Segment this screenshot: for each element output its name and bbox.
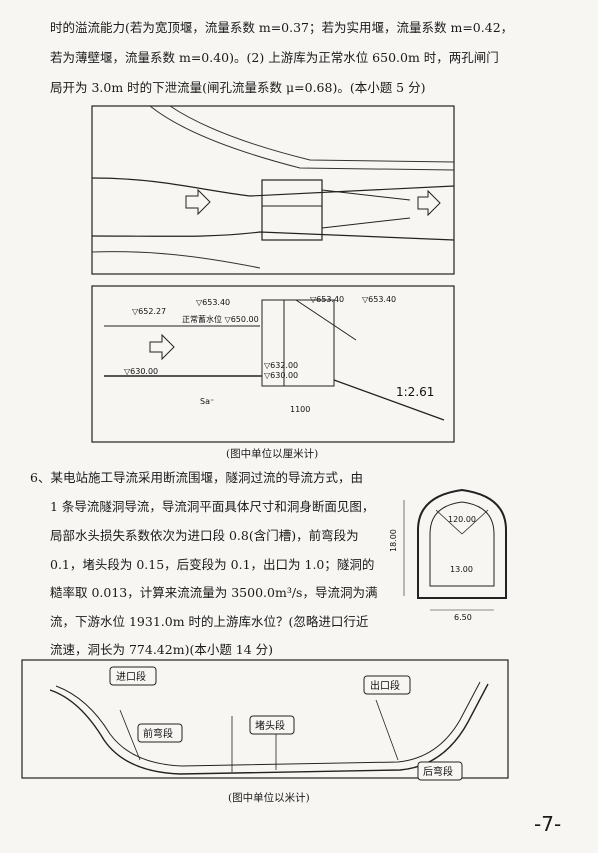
channel-bank-top [91, 177, 455, 197]
elev-65340-right: ▽653.40 [362, 295, 396, 304]
elev-63000-left: ▽630.00 [124, 367, 158, 376]
channel-bank-bottom [91, 231, 455, 241]
elev-65340-left: ▽653.40 [196, 298, 230, 307]
elev-65227: ▽652.27 [132, 307, 166, 316]
page-number: -7- [534, 812, 562, 836]
q5-line-3: 局开为 3.0m 时的下泄流量(闸孔流量系数 μ=0.68)。(本小题 5 分) [50, 80, 426, 95]
elev-63200: ▽632.00 [264, 361, 298, 370]
flow-arrow-icon [185, 188, 211, 216]
q6-line-7: 流速，洞长为 774.42m)(本小题 14 分) [50, 642, 274, 657]
chute-slope [333, 379, 445, 421]
road-curve-2 [169, 105, 455, 163]
section-mark: Sa⁼ [200, 397, 214, 406]
elev-65340-mid: ▽653.40 [310, 295, 344, 304]
q6-line-6: 流，下游水位 1931.0m 时的上游库水位？(忽略进口行近 [50, 614, 369, 629]
elevation-frame [91, 285, 455, 443]
figure-3-caption: (图中单位以米计) [228, 792, 310, 804]
gate-arm [295, 299, 357, 341]
q6-line-3: 局部水头损失系数依次为进口段 0.8(含门槽)，前弯段为 [50, 528, 359, 543]
chute-top [321, 189, 411, 201]
q6-line-4: 0.1，堵头段为 0.15，后变段为 0.1，出口为 1.0；隧洞的 [50, 557, 375, 572]
q6-line-1: 6、某电站施工导流采用断流围堰，隧洞过流的导流方式，由 [30, 470, 363, 485]
q5-line-1: 时的溢流能力(若为宽顶堰，流量系数 m=0.37；若为实用堰，流量系数 m=0.… [50, 20, 514, 35]
flow-arrow-icon [149, 333, 175, 361]
q5-line-2: 若为薄壁堰，流量系数 m=0.40)。(2) 上游库为正常水位 650.0m 时… [50, 50, 499, 65]
q6-line-5: 糙率取 0.013，计算来流流量为 3500.0m³/s，导流洞为满 [50, 585, 378, 600]
road-curve-1 [149, 105, 455, 171]
normal-level: 正常蓄水位 ▽650.00 [182, 314, 259, 324]
q6-line-2: 1 条导流隧洞导流，导流洞平面具体尺寸和洞身断面见图， [50, 499, 375, 514]
slope-ratio: 1:2.61 [396, 385, 434, 399]
road-curve-3 [91, 251, 261, 269]
chute-bottom [321, 217, 411, 229]
width-dimension: 1100 [290, 405, 310, 414]
flow-arrow-icon [417, 189, 441, 217]
gate-structure [261, 179, 323, 241]
elev-63000-right: ▽630.00 [264, 371, 298, 380]
figure-1-caption: (图中单位以厘米计) [226, 448, 319, 460]
plan-view-frame [91, 105, 455, 275]
